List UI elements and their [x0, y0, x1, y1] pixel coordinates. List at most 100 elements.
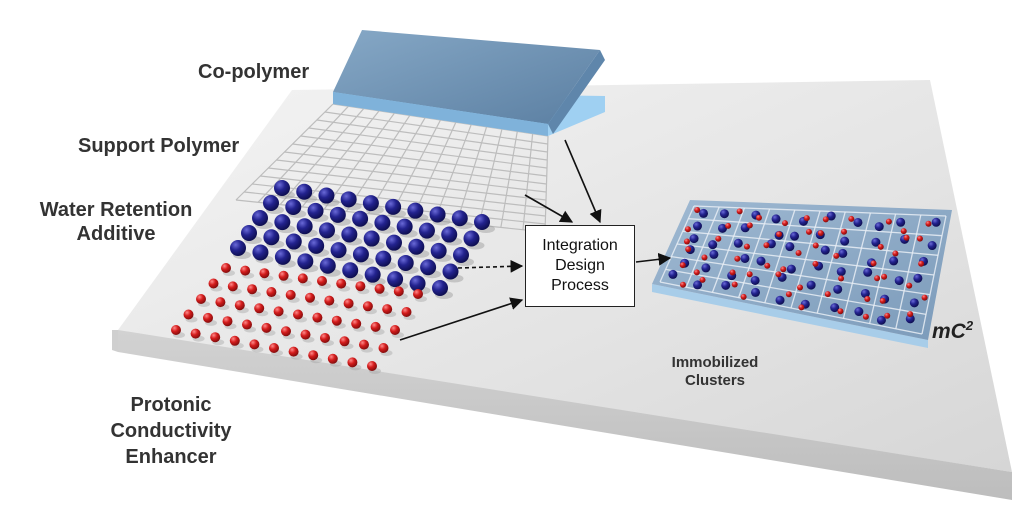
mc2-blue-dot — [871, 237, 881, 247]
blue-sphere — [397, 254, 414, 271]
arrow-support-to-process — [524, 194, 574, 223]
mc2-blue-dot — [786, 264, 796, 274]
mc2-blue-dot — [771, 214, 781, 224]
mc2-red-dot — [715, 235, 722, 242]
red-sphere — [203, 312, 213, 323]
mc2-grid-line — [693, 205, 947, 217]
protonic-conductivity-enhancer-spheres — [171, 263, 427, 374]
blue-sphere — [296, 183, 313, 200]
blue-sphere — [330, 242, 347, 259]
red-sphere — [359, 339, 369, 350]
mc2-red-dot — [864, 296, 871, 303]
red-sphere — [355, 281, 366, 292]
mc2-red-dot — [916, 235, 923, 242]
mc2-red-dot — [862, 313, 869, 320]
red-sphere — [273, 306, 284, 317]
label-water-retention-additive: Water Retention Additive — [20, 198, 212, 246]
blue-sphere — [430, 242, 447, 259]
red-sphere — [171, 325, 181, 335]
red-sphere — [390, 325, 400, 335]
red-sphere — [393, 286, 404, 297]
red-sphere — [382, 304, 393, 315]
blue-sphere — [363, 230, 380, 247]
blue-sphere — [307, 202, 324, 219]
mc2-red-dot — [884, 312, 891, 319]
blue-sphere — [241, 225, 257, 241]
mc2-blue-dot — [806, 280, 816, 290]
mc2-red-dot — [731, 281, 738, 288]
red-sphere — [215, 297, 226, 308]
red-sphere — [242, 319, 252, 330]
copolymer-front-edge — [333, 92, 548, 136]
process-line1: Integration — [542, 237, 618, 254]
blue-sphere — [396, 218, 413, 235]
mc2-blue-dot — [896, 217, 906, 227]
mc2-grid-line — [659, 281, 923, 335]
mc2-blue-dot — [830, 303, 840, 313]
mc2-red-dot — [903, 234, 910, 241]
red-sphere — [281, 326, 291, 337]
mc2-red-dot — [879, 297, 886, 304]
mc2-red-dot — [841, 228, 848, 235]
red-sphere — [227, 281, 238, 292]
mc2-red-dot — [824, 291, 831, 298]
mc2-red-dot — [746, 222, 753, 229]
red-sphere — [317, 276, 327, 286]
blue-sphere — [418, 222, 435, 239]
arrow-process-to-mc2 — [635, 252, 672, 266]
red-sphere — [234, 300, 245, 311]
mc2-blue-dot — [874, 222, 884, 232]
blue-sphere — [274, 214, 291, 231]
mc2-blue-dot — [826, 211, 836, 221]
mc2-blue-dot — [853, 217, 863, 227]
mc2-blue-dot — [689, 234, 699, 244]
blue-sphere — [364, 266, 381, 283]
blue-sphere — [318, 187, 335, 204]
blue-sphere — [420, 259, 437, 276]
red-sphere — [320, 332, 330, 343]
platform-left-edge — [112, 330, 118, 352]
mc2-blue-dot — [756, 256, 766, 266]
mc2-red-dot — [763, 242, 770, 249]
mc2-blue-dot — [751, 287, 761, 297]
red-sphere — [327, 353, 338, 364]
blue-sphere — [408, 238, 425, 255]
red-sphere — [196, 294, 206, 304]
mc2-blue-dot — [701, 263, 711, 273]
mc2-blue-dot — [750, 275, 760, 285]
blue-sphere — [352, 210, 369, 227]
red-sphere — [378, 343, 389, 353]
blue-sphere — [263, 229, 280, 246]
label-support-polymer: Support Polymer — [78, 135, 240, 157]
mc2-red-dot — [907, 311, 914, 318]
grid-line — [260, 175, 546, 209]
mc2-red-dot — [685, 246, 692, 253]
blue-sphere — [441, 226, 458, 243]
process-line3: Process — [551, 277, 609, 294]
red-sphere — [374, 283, 385, 294]
grid-line — [324, 111, 548, 145]
red-sphere — [247, 284, 258, 295]
red-sphere — [259, 268, 270, 279]
mc2-red-dot — [798, 304, 805, 311]
mc2-red-dot — [701, 254, 708, 261]
mc2-red-dot — [743, 243, 750, 250]
blue-sphere — [285, 198, 302, 215]
red-sphere — [367, 361, 377, 371]
mc2-red-dot — [925, 220, 932, 227]
copolymer-top-surface — [333, 30, 600, 124]
mc2-blue-dot — [894, 276, 904, 286]
mc2-blue-dot — [905, 314, 915, 324]
label-immobilized-line1: Immobilized — [671, 354, 759, 371]
mc2-red-dot — [892, 250, 899, 257]
red-sphere — [347, 357, 358, 368]
mc2-red-dot — [775, 271, 782, 278]
blue-sphere — [342, 262, 359, 279]
red-sphere — [370, 321, 381, 332]
red-sphere — [413, 289, 423, 299]
blue-sphere — [387, 271, 404, 288]
label-protonic-line1: Protonic — [130, 394, 212, 416]
mc2-red-dot — [683, 238, 690, 245]
blue-sphere — [362, 195, 379, 212]
